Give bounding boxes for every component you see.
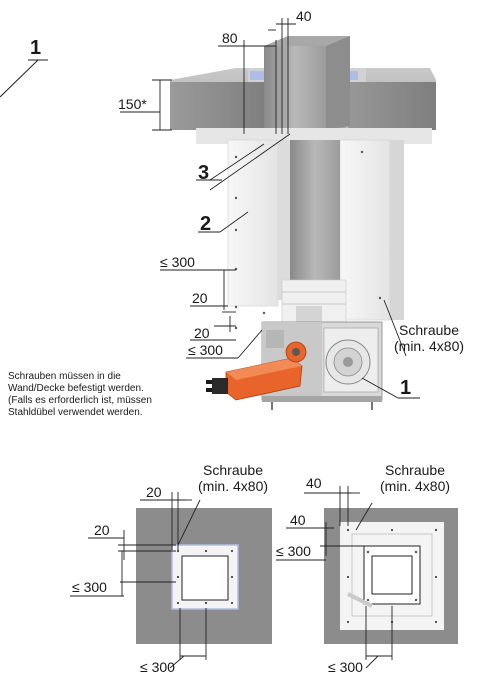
screw-label-right: Schraube(min. 4x80)	[380, 462, 451, 495]
duct-collar	[281, 279, 347, 326]
dim-300-f: ≤ 300	[328, 659, 363, 675]
callout-2: 2	[200, 213, 212, 235]
screw-label-main: Schraube(min. 4x80)	[394, 322, 465, 355]
dim-20-d: 20	[94, 522, 110, 538]
dimension-lines-right	[276, 486, 393, 669]
dim-300-a: ≤ 300	[160, 254, 195, 270]
screw-label-left: Schraube(min. 4x80)	[198, 462, 269, 495]
gap-left-blue	[250, 71, 276, 80]
dim-300-b: ≤ 300	[188, 342, 223, 358]
actuator	[206, 341, 307, 401]
opening-right	[324, 508, 458, 644]
dimension-lines-left	[70, 492, 207, 669]
callout-3: 3	[198, 162, 210, 184]
dimension-lines-main	[120, 18, 420, 399]
mounting-note: Schrauben müssen in die Wand/Decke befes…	[8, 371, 152, 418]
callout-1-leader	[0, 59, 39, 98]
callout-1-damper: 1	[400, 377, 412, 399]
dim-40-top: 40	[296, 8, 312, 24]
dim-150: 150*	[118, 96, 147, 112]
dim-20-b: 20	[194, 325, 210, 341]
dim-300-e: ≤ 300	[276, 543, 311, 559]
dim-300-c: ≤ 300	[72, 579, 107, 595]
duct-upper	[264, 36, 350, 130]
dim-80: 80	[222, 30, 238, 46]
dim-20-a: 20	[192, 290, 208, 306]
opening-left	[136, 508, 272, 644]
dim-40-c: 40	[290, 512, 306, 528]
dim-40-b: 40	[306, 475, 322, 491]
screw-dots-encasement	[234, 150, 382, 330]
fire-board-encasement	[196, 128, 432, 321]
dim-20-c: 20	[146, 484, 162, 500]
dim-300-d: ≤ 300	[140, 659, 175, 675]
callout-1-top: 1	[30, 37, 42, 59]
